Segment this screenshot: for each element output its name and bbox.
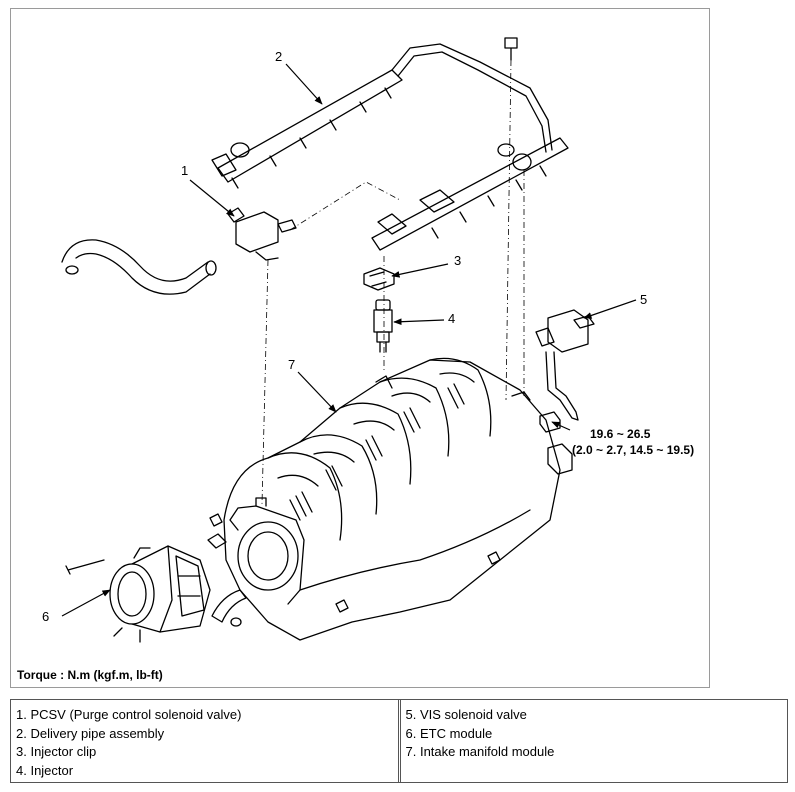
torque-units-note: Torque : N.m (kgf.m, lb-ft) xyxy=(17,668,163,682)
alignment-lines xyxy=(261,59,525,505)
callout-7: 7 xyxy=(288,357,296,372)
pcsv-part xyxy=(61,207,297,295)
callout-3: 3 xyxy=(454,253,462,268)
legend-item: 2. Delivery pipe assembly xyxy=(16,725,165,741)
exploded-parts-diagram xyxy=(61,37,637,643)
parts-legend: 1. PCSV (Purge control solenoid valve) 2… xyxy=(10,699,788,783)
torque-spec-nm: 19.6 ~ 26.5 xyxy=(590,427,651,441)
legend-item: 1. PCSV (Purge control solenoid valve) xyxy=(16,707,242,722)
legend-column-right: 5. VIS solenoid valve 6. ETC module 7. I… xyxy=(397,700,788,782)
legend-item: 4. Injector xyxy=(16,762,74,778)
legend-item: 6. ETC module xyxy=(405,725,493,741)
torque-spec: 19.6 ~ 26.5 (2.0 ~ 2.7, 14.5 ~ 19.5) xyxy=(572,426,694,458)
intake-manifold-part xyxy=(209,357,573,641)
torque-spec-alt: (2.0 ~ 2.7, 14.5 ~ 19.5) xyxy=(572,443,695,457)
callout-6: 6 xyxy=(42,609,50,624)
leader-lines xyxy=(61,63,637,617)
delivery-pipe-assembly-part xyxy=(211,37,569,251)
injector-clip-part xyxy=(363,267,395,291)
legend-item: 7. Intake manifold module xyxy=(405,744,555,759)
etc-module-part xyxy=(65,533,247,643)
callout-2: 2 xyxy=(275,49,283,64)
callout-4: 4 xyxy=(448,311,456,326)
callout-1: 1 xyxy=(181,163,189,178)
injector-part xyxy=(373,299,393,353)
legend-item: 3. Injector clip xyxy=(16,744,97,759)
legend-column-left: 1. PCSV (Purge control solenoid valve) 2… xyxy=(11,700,398,782)
callout-5: 5 xyxy=(640,292,648,307)
legend-item: 5. VIS solenoid valve xyxy=(405,707,527,722)
diagram-frame xyxy=(10,8,710,688)
vis-solenoid-valve-part xyxy=(535,309,595,433)
